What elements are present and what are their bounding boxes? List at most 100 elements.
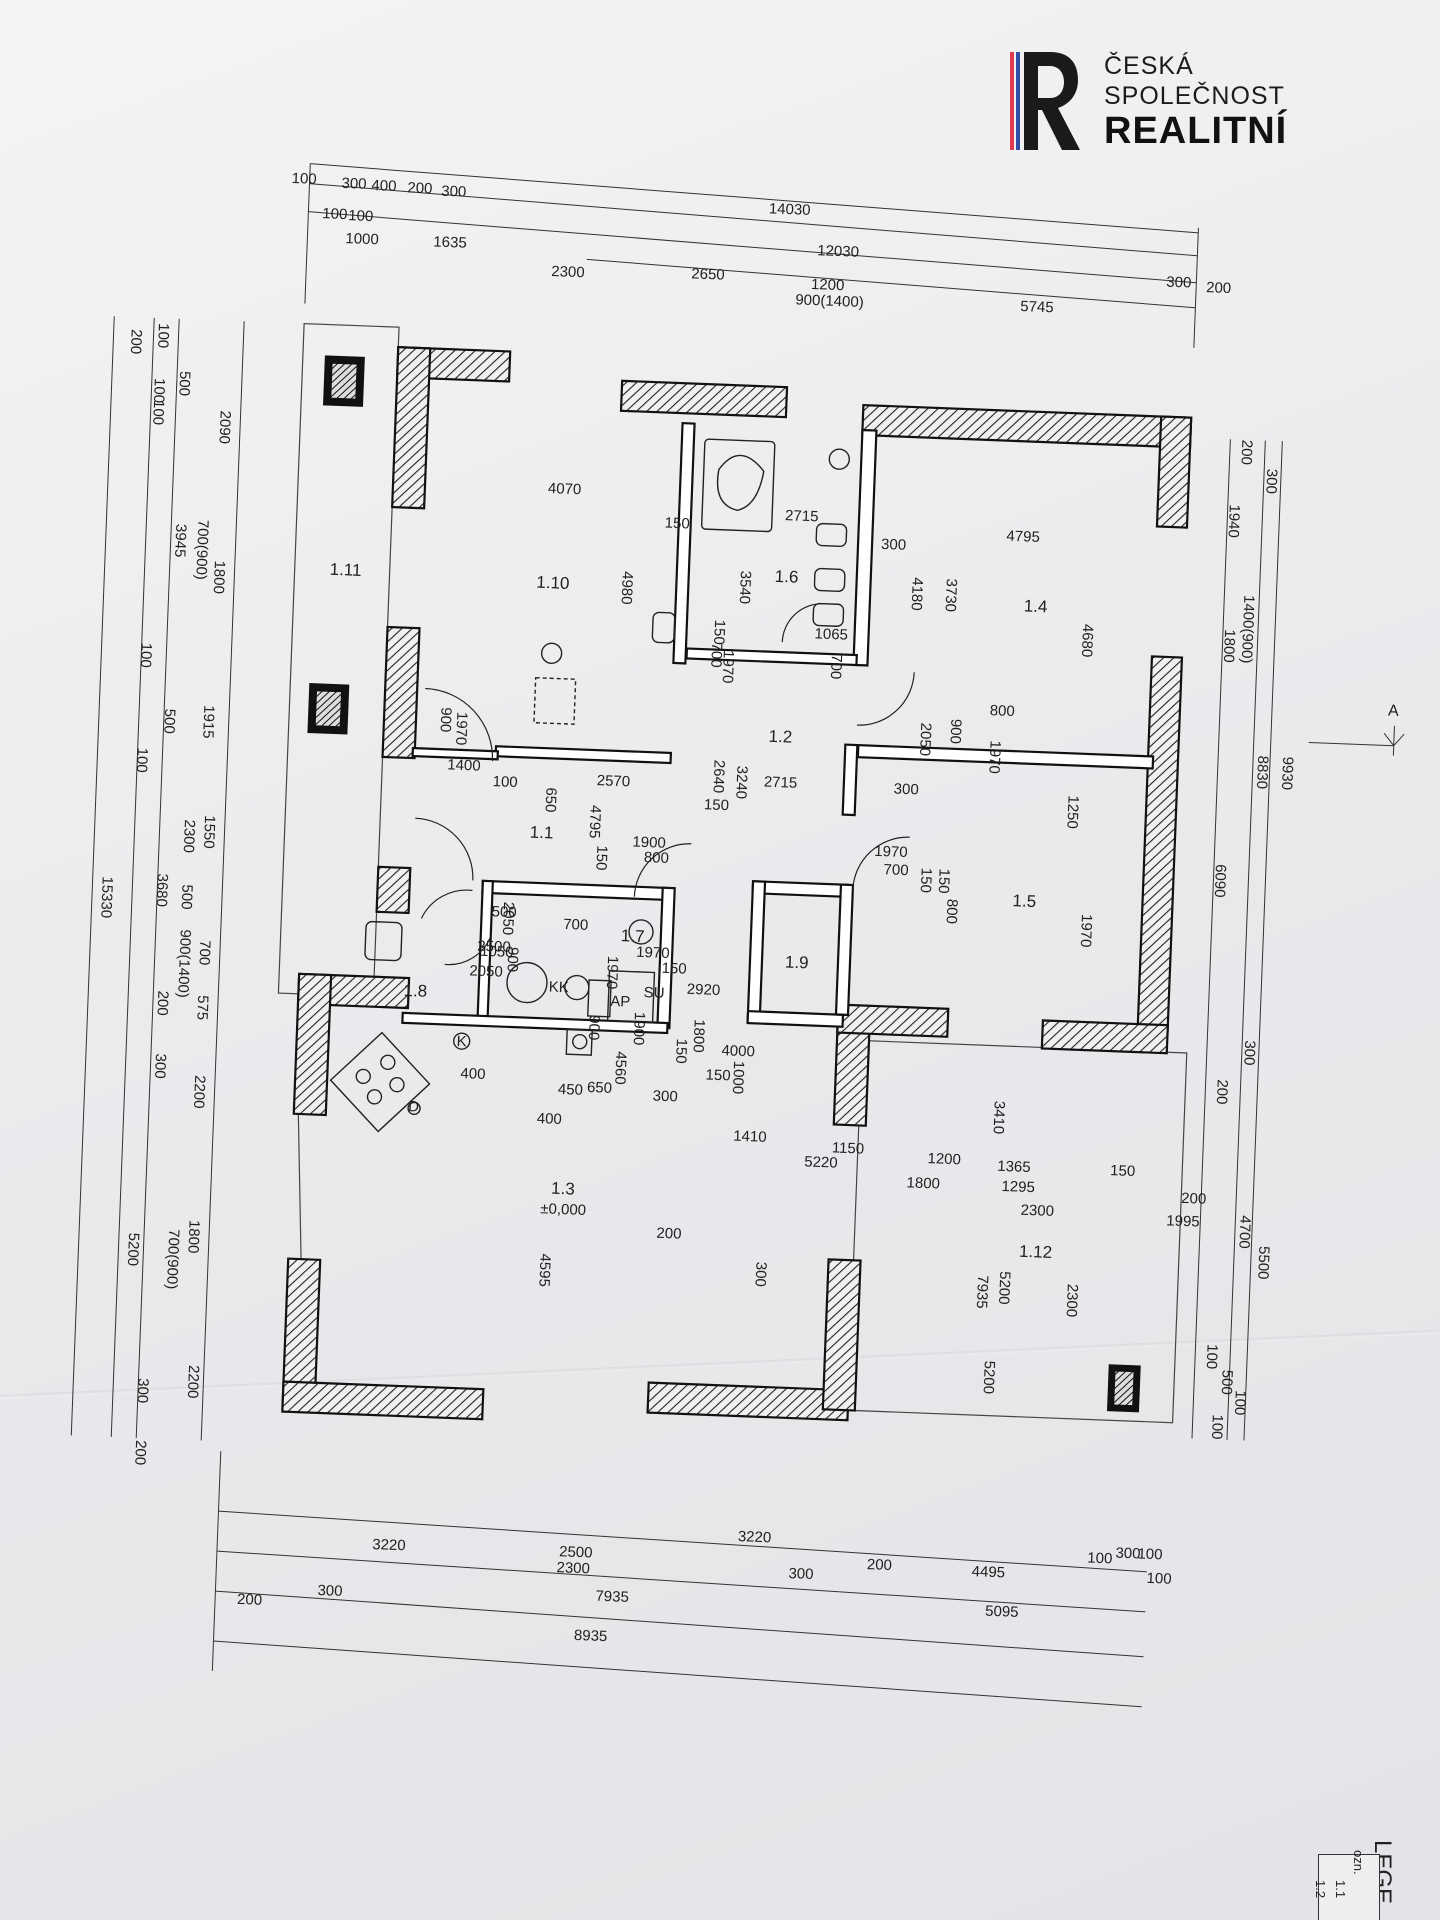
dimension-label: 4795 bbox=[1006, 528, 1040, 546]
dimension-label: 100 bbox=[291, 170, 317, 188]
dimension-label: 300 bbox=[441, 183, 467, 201]
dimension-label: 4595 bbox=[535, 1253, 553, 1287]
dimension-label: 100 bbox=[492, 773, 518, 791]
dimension-label: 6090 bbox=[1211, 864, 1229, 898]
dimension-label: 15330 bbox=[97, 876, 116, 918]
dimension-label: 5095 bbox=[985, 1603, 1019, 1621]
dimension-label: 2300 bbox=[180, 819, 198, 853]
dimension-label: 2050 bbox=[499, 902, 517, 936]
dimension-label: 1000 bbox=[729, 1060, 747, 1094]
dimension-label: 4180 bbox=[908, 577, 926, 611]
dimension-label: 150 bbox=[592, 845, 610, 871]
dimension-label: 1200 bbox=[927, 1150, 961, 1168]
dimension-label: 3540 bbox=[736, 570, 754, 604]
dimension-label: 100 bbox=[150, 378, 168, 404]
dimension-label: 14030 bbox=[769, 200, 811, 219]
dimension-label: 2715 bbox=[764, 774, 798, 792]
dimension-label: 100 bbox=[1231, 1390, 1249, 1416]
dimension-label: 1800 bbox=[210, 560, 228, 594]
dimension-label: 700 bbox=[195, 940, 213, 966]
room-labels: 1.10 1.11 1.6 1.4 1.2 1.1 1.5 1.7 1.9 1.… bbox=[329, 560, 1400, 1262]
dimension-label: 400 bbox=[460, 1065, 486, 1083]
dimension-label: 1400(900) bbox=[1238, 595, 1258, 664]
dimension-label: 100 bbox=[133, 747, 151, 773]
dimension-label: 100 bbox=[154, 323, 172, 349]
dimension-label: 300 bbox=[341, 175, 367, 193]
dimension-label: 700(900) bbox=[163, 1229, 182, 1290]
dimension-label: 4980 bbox=[618, 571, 636, 605]
dimension-label: 1250 bbox=[1063, 795, 1081, 829]
dimension-label: 500 bbox=[178, 884, 196, 910]
dimension-label: 300 bbox=[1115, 1545, 1141, 1563]
dimension-label: 700 bbox=[707, 642, 725, 668]
dimension-label: 2500 bbox=[559, 1543, 593, 1561]
dimension-label: 575 bbox=[193, 995, 211, 1021]
level-mark: ±0,000 bbox=[540, 1200, 586, 1219]
dimension-label: 150 bbox=[704, 796, 730, 814]
company-logo: ČESKÁ SPOLEČNOST REALITNÍ bbox=[1010, 52, 1310, 152]
dimension-label: 400 bbox=[536, 1110, 562, 1128]
dimension-label: 2300 bbox=[551, 263, 585, 281]
room-label: 1.6 bbox=[774, 567, 798, 587]
logo-stripe-red bbox=[1010, 52, 1014, 150]
dimension-label: 4495 bbox=[971, 1563, 1005, 1581]
dimension-label: 150 bbox=[664, 515, 690, 533]
dimension-label: 1410 bbox=[733, 1128, 767, 1146]
dimension-label: 1900 bbox=[632, 834, 666, 852]
fixture-labels: K KK AP SU D bbox=[408, 978, 665, 1115]
dimension-label: 500 bbox=[491, 903, 517, 921]
dimension-label: 500 bbox=[175, 371, 193, 397]
dimension-label: 1900 bbox=[630, 1012, 648, 1046]
dimension-label: 4070 bbox=[548, 480, 582, 498]
dimension-label: 2300 bbox=[1063, 1283, 1081, 1317]
dimension-label: 8830 bbox=[1253, 755, 1271, 789]
dimension-label: 8935 bbox=[574, 1627, 608, 1645]
dimension-label: 2920 bbox=[687, 981, 721, 999]
dimension-label: 150 bbox=[710, 619, 728, 645]
dimension-label: 100 bbox=[1087, 1550, 1113, 1568]
dimension-label: 650 bbox=[587, 1079, 613, 1097]
dimension-label: 500 bbox=[1218, 1369, 1236, 1395]
dimension-label: 200 bbox=[153, 990, 171, 1016]
dimension-label: 1970 bbox=[636, 944, 670, 962]
dimension-label: 900(1400) bbox=[174, 929, 194, 998]
logo-line-3: REALITNÍ bbox=[1104, 110, 1288, 152]
dimension-label: 200 bbox=[407, 179, 433, 197]
dimension-label: 100 bbox=[322, 205, 348, 223]
dimension-label: 1050 bbox=[480, 943, 514, 961]
dimension-label: 300 bbox=[134, 1378, 152, 1404]
dimension-label: 3220 bbox=[372, 1536, 406, 1554]
fixture-label: D bbox=[408, 1098, 420, 1115]
dimension-label: 300 bbox=[317, 1582, 343, 1600]
dimension-label: 2640 bbox=[709, 759, 727, 793]
dimension-label: 2200 bbox=[190, 1075, 208, 1109]
fixtures bbox=[329, 438, 851, 1133]
room-label: 1.12 bbox=[1019, 1242, 1053, 1262]
dimension-label: 1800 bbox=[906, 1174, 940, 1192]
dimension-label: 200 bbox=[1181, 1190, 1207, 1208]
room-label: 1.8 bbox=[403, 981, 427, 1001]
dimension-label: 3240 bbox=[732, 765, 750, 799]
fixture-label: SU bbox=[643, 984, 664, 1002]
dimension-label: 1150 bbox=[832, 1139, 865, 1157]
dimension-label: 2300 bbox=[1020, 1202, 1054, 1220]
dimension-label: 1970 bbox=[452, 712, 470, 746]
dimension-label: 5200 bbox=[124, 1232, 142, 1266]
dimension-label: 2650 bbox=[691, 265, 725, 283]
dimension-label: 100 bbox=[1146, 1570, 1172, 1588]
dimension-label: 300 bbox=[151, 1053, 169, 1079]
dimension-label: 2500 bbox=[477, 938, 511, 956]
dimension-label: 2090 bbox=[215, 410, 233, 444]
dimension-label: 200 bbox=[1213, 1079, 1231, 1105]
section-mark: A bbox=[1388, 702, 1400, 719]
dimension-label: 1365 bbox=[997, 1158, 1031, 1176]
logo-line-1: ČESKÁ bbox=[1104, 52, 1194, 80]
dimension-label: 3680 bbox=[153, 873, 171, 907]
room-label: 1.1 bbox=[529, 823, 553, 843]
room-label: 1.2 bbox=[768, 727, 792, 747]
room-label: 1.7 bbox=[620, 926, 644, 946]
dimension-label: 3945 bbox=[171, 524, 189, 558]
dimension-label: 800 bbox=[989, 702, 1015, 720]
dimension-label: 200 bbox=[867, 1556, 893, 1574]
